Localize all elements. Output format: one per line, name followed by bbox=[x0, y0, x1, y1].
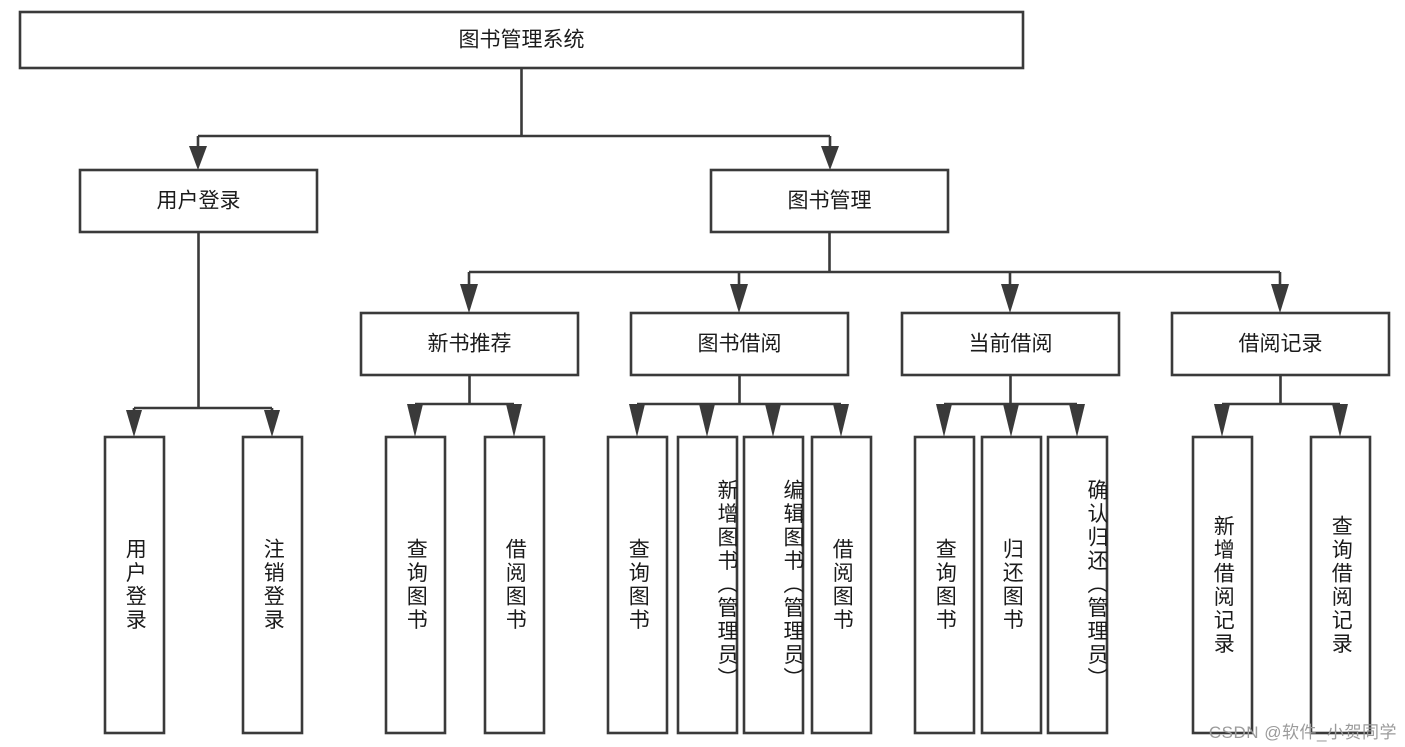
leaf-box-cb-query-book[interactable] bbox=[913, 435, 976, 735]
root-box[interactable] bbox=[18, 10, 1025, 70]
leaf-box-bb-edit-book[interactable] bbox=[742, 435, 805, 735]
book-manage-label: 图书管理 bbox=[788, 190, 872, 213]
leaf-box-bb-add-book[interactable] bbox=[676, 435, 739, 735]
arrow-bb-leaf-1 bbox=[629, 404, 645, 437]
user-login-label: 用户登录 bbox=[157, 190, 241, 213]
arrow-bb-leaf-4 bbox=[833, 404, 849, 437]
arrow-nb-leaf-1 bbox=[407, 404, 423, 437]
connector-user-login-to-leaves bbox=[126, 232, 280, 437]
leaf-box-user-login[interactable] bbox=[103, 435, 166, 735]
arrow-to-current-borrow bbox=[1001, 284, 1019, 313]
arrow-bb-leaf-2 bbox=[699, 404, 715, 437]
arrow-bb-leaf-3 bbox=[765, 404, 781, 437]
node-user-login[interactable]: 用户登录 bbox=[78, 168, 319, 234]
node-current-borrow[interactable]: 当前借阅 bbox=[900, 311, 1121, 377]
node-book-manage[interactable]: 图书管理 bbox=[709, 168, 950, 234]
arrow-br-leaf-2 bbox=[1332, 404, 1348, 437]
borrow-record-label: 借阅记录 bbox=[1239, 333, 1323, 356]
node-new-book-recommend[interactable]: 新书推荐 bbox=[359, 311, 580, 377]
arrow-br-leaf-1 bbox=[1214, 404, 1230, 437]
leaf-box-br-query-record[interactable] bbox=[1309, 435, 1372, 735]
arrow-to-leaf-logout bbox=[264, 410, 280, 437]
new-book-recommend-label: 新书推荐 bbox=[428, 333, 512, 356]
arrow-nb-leaf-2 bbox=[506, 404, 522, 437]
node-book-borrow[interactable]: 图书借阅 bbox=[629, 311, 850, 377]
arrow-cb-leaf-1 bbox=[936, 404, 952, 437]
node-borrow-record[interactable]: 借阅记录 bbox=[1170, 311, 1391, 377]
leaf-box-cb-return-book[interactable] bbox=[980, 435, 1043, 735]
root-label: 图书管理系统 bbox=[459, 29, 585, 52]
current-borrow-box[interactable] bbox=[900, 311, 1121, 377]
arrow-to-borrow-record bbox=[1271, 284, 1289, 313]
arrow-to-user-login bbox=[189, 146, 207, 170]
arrow-to-leaf-user-login bbox=[126, 410, 142, 437]
book-borrow-label: 图书借阅 bbox=[698, 333, 782, 356]
leaf-box-nb-borrow-book[interactable] bbox=[483, 435, 546, 735]
leaf-box-logout[interactable] bbox=[241, 435, 304, 735]
connector-root-to-level2 bbox=[189, 68, 839, 170]
book-manage-box[interactable] bbox=[709, 168, 950, 234]
borrow-record-box[interactable] bbox=[1170, 311, 1391, 377]
book-borrow-box[interactable] bbox=[629, 311, 850, 377]
connector-borrow-record-to-leaves bbox=[1214, 375, 1348, 437]
arrow-to-book-manage bbox=[821, 146, 839, 170]
connector-new-book-to-leaves bbox=[407, 375, 522, 437]
csdn-watermark: CSDN @软件_小贺同学 bbox=[1208, 723, 1397, 742]
arrow-cb-leaf-3 bbox=[1069, 404, 1085, 437]
arrow-cb-leaf-2 bbox=[1003, 404, 1019, 437]
leaf-box-br-add-record[interactable] bbox=[1191, 435, 1254, 735]
current-borrow-label: 当前借阅 bbox=[969, 333, 1053, 356]
connector-book-manage-to-level3 bbox=[460, 232, 1289, 313]
leaf-box-bb-query-book[interactable] bbox=[606, 435, 669, 735]
leaf-box-bb-borrow-book[interactable] bbox=[810, 435, 873, 735]
arrow-to-book-borrow bbox=[730, 284, 748, 313]
leaf-box-cb-confirm-return[interactable] bbox=[1046, 435, 1109, 735]
connector-book-borrow-to-leaves bbox=[629, 375, 849, 437]
node-root[interactable]: 图书管理系统 bbox=[18, 10, 1025, 70]
arrow-to-new-book bbox=[460, 284, 478, 313]
new-book-recommend-box[interactable] bbox=[359, 311, 580, 377]
leaf-box-nb-query-book[interactable] bbox=[384, 435, 447, 735]
connector-current-borrow-to-leaves bbox=[936, 375, 1085, 437]
